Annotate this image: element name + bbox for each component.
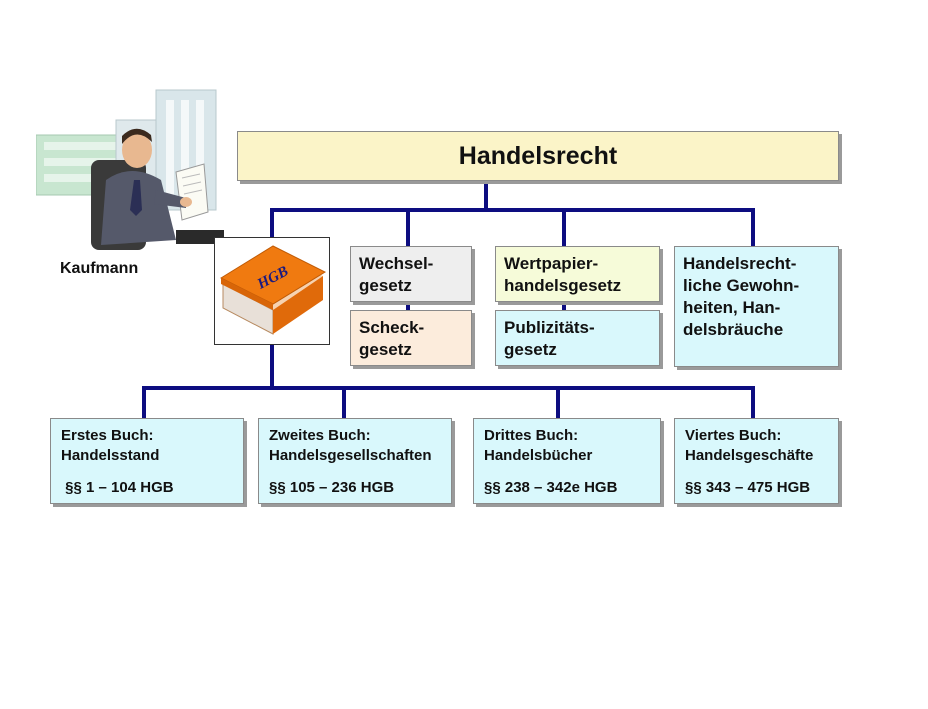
book-paragraphs: §§ 343 – 475 HGB [685,479,811,496]
book-box-1: Erstes Buch: Handelsstand §§ 1 – 104 HGB [50,418,244,504]
book-box-4: Viertes Buch: Handelsgeschäfte §§ 343 – … [674,418,839,504]
scheckgesetz-box: Scheck- gesetz [350,310,472,366]
person-label: Kaufmann [60,260,139,277]
wechselgesetz-box: Wechsel- gesetz [350,246,472,302]
book-box-2: Zweites Buch: Handelsgesellschaften §§ 1… [258,418,452,504]
wertpapierhandelsgesetz-box: Wertpapier- handelsgesetz [495,246,660,302]
businessman-illustration [36,89,224,250]
book-title: Viertes Buch: Handelsgeschäfte [685,427,814,464]
book-paragraphs: §§ 105 – 236 HGB [269,479,395,496]
handelsbraeuche-box: Handelsrecht- liche Gewohn- heiten, Han-… [674,246,839,367]
book-title: Zweites Buch: Handelsgesellschaften [269,427,432,464]
publizitaetsgesetz-box: Publizitäts- gesetz [495,310,660,366]
book-paragraphs: §§ 1 – 104 HGB [61,479,174,496]
book-title: Erstes Buch: Handelsstand [61,427,160,464]
book-icon: HGB [219,245,327,335]
book-paragraphs: §§ 238 – 342e HGB [484,479,618,496]
book-title: Drittes Buch: Handelsbücher [484,427,593,464]
hgb-book-frame: HGB [214,237,330,345]
title-box: Handelsrecht [237,131,839,181]
book-box-3: Drittes Buch: Handelsbücher §§ 238 – 342… [473,418,661,504]
